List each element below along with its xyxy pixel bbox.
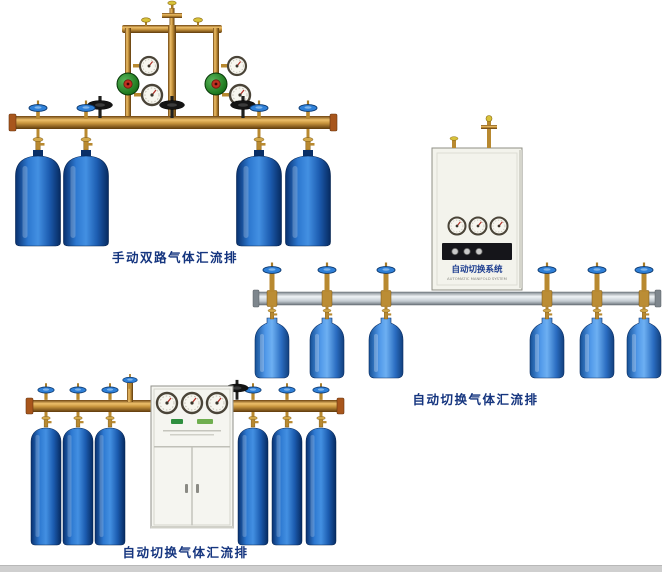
cylinder-valve-icon bbox=[267, 308, 278, 320]
manual-dual-manifold-illustration bbox=[8, 0, 338, 247]
door-handle bbox=[185, 484, 188, 493]
small-valve-handle-icon bbox=[485, 115, 493, 122]
valve-handwheel-icon bbox=[159, 95, 185, 119]
pressure-gauge-icon bbox=[468, 216, 488, 236]
cabinet-title: 自动切换系统 bbox=[451, 264, 503, 275]
cylinder-valve-icon bbox=[302, 137, 315, 151]
regulator-icon bbox=[116, 72, 140, 96]
cylinder-valve-handle-icon bbox=[69, 382, 87, 401]
cylinder-valve-icon bbox=[316, 415, 327, 428]
small-valve-handle-icon bbox=[193, 17, 203, 23]
center-drop-pipe bbox=[168, 25, 176, 118]
gas-cylinder bbox=[309, 317, 345, 379]
gas-cylinder bbox=[30, 427, 62, 546]
indicator-light-icon bbox=[197, 419, 213, 424]
cylinder-valve-icon bbox=[105, 415, 116, 428]
gas-cylinder bbox=[15, 155, 61, 247]
pressure-gauge-icon bbox=[205, 391, 229, 415]
caption-auto-switch-right: 自动切换气体汇流排 bbox=[412, 392, 539, 407]
top-valve-handle-icon bbox=[167, 0, 177, 6]
gas-cylinder bbox=[529, 317, 565, 379]
pressure-gauge-icon bbox=[140, 83, 164, 107]
cylinder-valve-icon bbox=[253, 137, 266, 151]
regulator-icon bbox=[204, 72, 228, 96]
cylinder-valve-handle-icon bbox=[317, 262, 337, 282]
cylinder-valve-icon bbox=[639, 308, 650, 320]
cylinder-valve-icon bbox=[381, 308, 392, 320]
cylinder-valve-handle-icon bbox=[376, 262, 396, 282]
cabinet-subtitle: AUTOMATIC MANIFOLD SYSTEM bbox=[447, 276, 507, 281]
panel-knob-icon bbox=[463, 247, 471, 256]
small-valve-handle-icon bbox=[141, 17, 151, 23]
gas-cylinder bbox=[237, 427, 269, 546]
pressure-gauge-icon bbox=[489, 216, 509, 236]
cylinder-valve-handle-icon bbox=[122, 373, 138, 390]
manifold-end-cap bbox=[8, 113, 17, 132]
cylinder-valve-icon bbox=[80, 137, 93, 151]
cylinder-valve-handle-icon bbox=[537, 262, 557, 282]
riser-pipe bbox=[127, 383, 133, 402]
small-valve-handle-icon bbox=[449, 136, 459, 141]
cylinder-valve-handle-icon bbox=[312, 382, 330, 401]
manifold-end-cap bbox=[336, 397, 345, 415]
cylinder-valve-handle-icon bbox=[278, 382, 296, 401]
auto-switch-manifold-bottom-illustration bbox=[25, 373, 345, 546]
cylinder-valve-handle-icon bbox=[262, 262, 282, 282]
door-handle bbox=[196, 484, 199, 493]
top-cross-fitting bbox=[162, 13, 182, 18]
gas-cylinder bbox=[579, 317, 615, 379]
manifold-pipe bbox=[14, 116, 332, 129]
indicator-light-icon bbox=[171, 419, 183, 424]
gas-cylinder bbox=[626, 317, 662, 379]
cabinet-riser-pipe bbox=[487, 121, 491, 148]
manifold-end-cap bbox=[654, 289, 662, 308]
cabinet-door-seam bbox=[191, 447, 193, 526]
cylinder-valve-handle-icon bbox=[587, 262, 607, 282]
cylinder-valve-handle-icon bbox=[101, 382, 119, 401]
manifold-end-cap bbox=[252, 289, 260, 308]
gas-cylinder bbox=[94, 427, 126, 546]
cylinder-valve-icon bbox=[73, 415, 84, 428]
pressure-gauge-icon bbox=[180, 391, 204, 415]
pressure-gauge-icon bbox=[447, 216, 467, 236]
caption-auto-switch-bottom: 自动切换气体汇流排 bbox=[122, 545, 249, 560]
cylinder-valve-icon bbox=[248, 415, 259, 428]
cylinder-valve-handle-icon bbox=[634, 262, 654, 282]
cylinder-valve-icon bbox=[41, 415, 52, 428]
cylinder-valve-icon bbox=[282, 415, 293, 428]
gas-cylinder bbox=[62, 427, 94, 546]
panel-knob-icon bbox=[475, 247, 483, 256]
cylinder-valve-handle-icon bbox=[244, 382, 262, 401]
gas-cylinder bbox=[271, 427, 303, 546]
cylinder-valve-icon bbox=[592, 308, 603, 320]
gas-cylinder bbox=[285, 155, 331, 247]
cylinder-valve-icon bbox=[322, 308, 333, 320]
caption-manual-dual-manifold: 手动双路气体汇流排 bbox=[111, 250, 238, 265]
auto-switch-manifold-right-illustration: 自动切换系统 AUTOMATIC MANIFOLD SYSTEM bbox=[252, 115, 662, 379]
gas-cylinder bbox=[368, 317, 404, 379]
gas-cylinder bbox=[305, 427, 337, 546]
panel-knob-icon bbox=[451, 247, 459, 256]
pressure-gauge-icon bbox=[138, 55, 160, 77]
cylinder-valve-icon bbox=[32, 137, 45, 151]
pressure-gauge-icon bbox=[226, 55, 248, 77]
page-footer-strip bbox=[0, 565, 662, 572]
cylinder-valve-handle-icon bbox=[37, 382, 55, 401]
cylinder-valve-icon bbox=[542, 308, 553, 320]
gas-cylinder bbox=[63, 155, 109, 247]
gas-cylinder bbox=[236, 155, 282, 247]
gas-cylinder bbox=[254, 317, 290, 379]
pressure-gauge-icon bbox=[155, 391, 179, 415]
manifold-end-cap bbox=[329, 113, 338, 132]
manifold-end-cap bbox=[25, 397, 34, 415]
